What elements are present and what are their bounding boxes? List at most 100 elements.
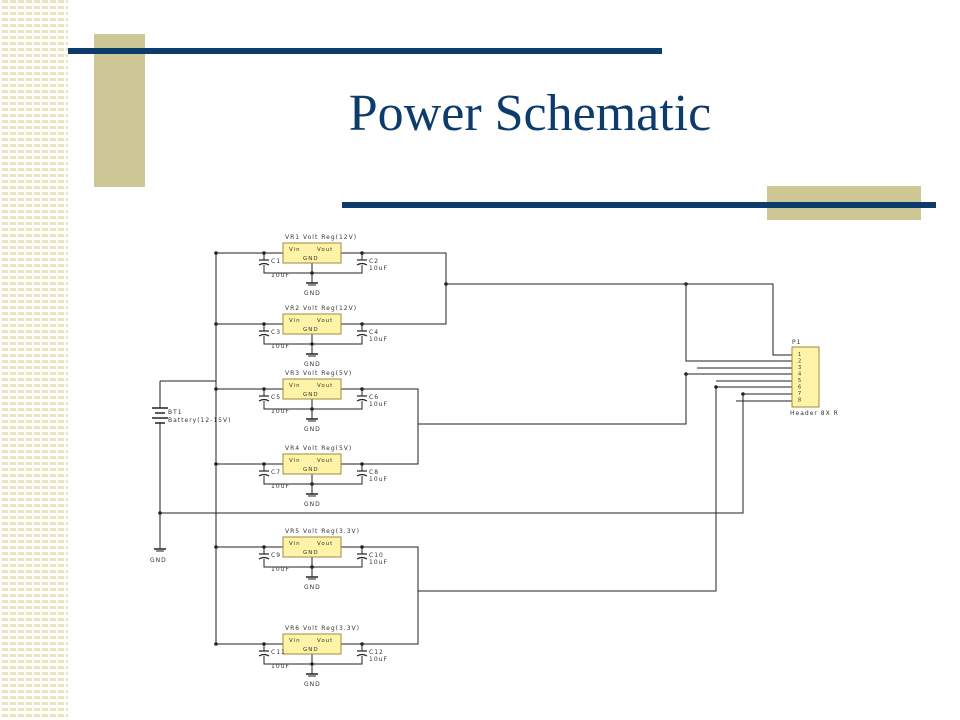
junction-dot <box>310 662 314 666</box>
junction-dot <box>262 545 266 549</box>
junction-dot <box>214 545 218 549</box>
title-bar-top <box>68 48 662 54</box>
vr2-cout-plate-curved <box>356 333 368 337</box>
vr1-vout-label: Vout <box>317 247 333 253</box>
vr1-gnd-label: GND <box>304 290 321 297</box>
vr5-gnd-pin-label: GND <box>303 550 319 556</box>
net-5v-to-p1 <box>418 373 792 425</box>
junction-dot <box>158 511 162 515</box>
out-5v-pair <box>362 388 419 465</box>
vr1-vin-label: Vin <box>289 247 301 253</box>
vr6-cin-plate-curved <box>258 653 270 657</box>
schematic-wires <box>159 252 792 674</box>
vr2-gnd-pin-label: GND <box>303 327 319 333</box>
vr4-regulator <box>282 453 342 475</box>
connector-label: Header 8X R <box>790 410 839 417</box>
accent-block-left <box>94 34 145 187</box>
battery-label: Battery(12-15V) <box>168 417 231 424</box>
vr4-cout-plate-curved <box>356 473 368 477</box>
junction-dot <box>214 462 218 466</box>
battery-gnd-label: GND <box>150 557 167 564</box>
net-3v3-to-p1 <box>418 386 792 592</box>
vr4-cout-val: 10uF <box>369 476 388 483</box>
junction-dot <box>741 392 745 396</box>
vr1-regulator <box>282 242 342 264</box>
slide-title: Power Schematic <box>348 85 712 142</box>
vr2-vin-label: Vin <box>289 318 301 324</box>
vr2-vout-label: Vout <box>317 318 333 324</box>
title-bar-bottom <box>342 202 936 208</box>
vr5-cout-ref: C10 <box>369 552 384 559</box>
vr6-cout-plate-curved <box>356 653 368 657</box>
vr3-cout-ref: C6 <box>369 394 379 401</box>
junction-dot <box>360 642 364 646</box>
connector-pin-1: 1 <box>798 352 802 358</box>
vr6-cout-val: 10uF <box>369 656 388 663</box>
vr3-gnd-label: GND <box>304 426 321 433</box>
vr6-gnd-label: GND <box>304 681 321 688</box>
vr3-cin-plate-curved <box>258 398 270 402</box>
vr3-cin-val: 10uF <box>271 408 290 415</box>
vr1-cin-ref: C1 <box>271 258 281 265</box>
connector-ref: P1 <box>792 339 801 346</box>
vr2-cin-plate-curved <box>258 333 270 337</box>
junction-dot <box>360 251 364 255</box>
vr4-gnd-pin-label: GND <box>303 467 319 473</box>
junction-dot <box>310 271 314 275</box>
net-gnd-to-p1 <box>160 393 792 514</box>
junction-dot <box>310 342 314 346</box>
vr3-vout-label: Vout <box>317 383 333 389</box>
junction-dot <box>310 407 314 411</box>
junction-dot <box>714 385 718 389</box>
vr5-label: VR5 Volt Reg(3.3V) <box>285 528 360 535</box>
vr1-label: VR1 Volt Reg(12V) <box>285 234 357 241</box>
junction-dot <box>684 372 688 376</box>
vr6-gnd-pin-label: GND <box>303 647 319 653</box>
vr5-cout-val: 10uF <box>369 559 388 566</box>
connector-pin-6: 6 <box>798 385 802 391</box>
vr1-cout-ref: C2 <box>369 258 379 265</box>
vr6-cout-ref: C12 <box>369 649 384 656</box>
junction-dot <box>262 462 266 466</box>
side-stripe-pattern <box>0 0 68 720</box>
vr5-cin-ref: C9 <box>271 552 281 559</box>
junction-dot <box>444 282 448 286</box>
vr5-vout-label: Vout <box>317 541 333 547</box>
vr5-gnd-label: GND <box>304 584 321 591</box>
junction-dot <box>262 387 266 391</box>
net-12v-to-p1 <box>446 283 792 356</box>
junction-dot <box>262 322 266 326</box>
vr4-cin-plate-curved <box>258 473 270 477</box>
connector-pin-5: 5 <box>798 378 802 384</box>
vr6-vin-label: Vin <box>289 638 301 644</box>
vr4-label: VR4 Volt Reg(5V) <box>285 445 352 452</box>
vr1-cin-val: 10uF <box>271 272 290 279</box>
vr2-cout-val: 10uF <box>369 336 388 343</box>
junction-dot <box>310 482 314 486</box>
vr3-label: VR3 Volt Reg(5V) <box>285 370 352 377</box>
vr2-gnd-label: GND <box>304 361 321 368</box>
vr5-vin-label: Vin <box>289 541 301 547</box>
vr2-cout-ref: C4 <box>369 329 379 336</box>
vr1-cin-plate-curved <box>258 262 270 266</box>
junction-dot <box>360 387 364 391</box>
connector-pin-2: 2 <box>798 359 802 365</box>
connector-pin-8: 8 <box>798 398 802 404</box>
vr3-regulator <box>282 378 342 400</box>
out-3v3-pair <box>362 546 419 645</box>
vr2-label: VR2 Volt Reg(12V) <box>285 305 357 312</box>
out-12v-pair <box>362 252 447 325</box>
vr1-cout-plate-curved <box>356 262 368 266</box>
vr6-regulator <box>282 633 342 655</box>
vr4-cout-ref: C8 <box>369 469 379 476</box>
junction-dot <box>214 322 218 326</box>
vr5-cin-val: 10uF <box>271 566 290 573</box>
vr4-cin-val: 10uF <box>271 483 290 490</box>
vr6-vout-label: Vout <box>317 638 333 644</box>
vr6-label: VR6 Volt Reg(3.3V) <box>285 625 360 632</box>
vr1-gnd-pin-label: GND <box>303 256 319 262</box>
vr3-cout-val: 10uF <box>369 401 388 408</box>
junction-dot <box>214 387 218 391</box>
